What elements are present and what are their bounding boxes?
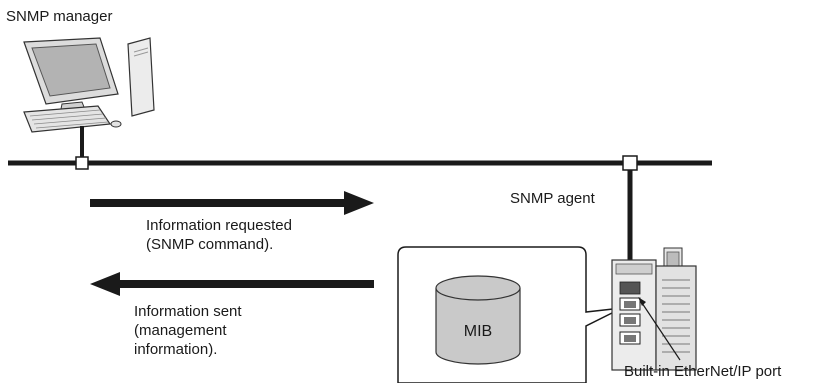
manager-connector [75,156,89,170]
snmp-agent-label: SNMP agent [510,190,595,207]
controller-icon [611,247,697,371]
request-arrow [90,191,374,215]
request-label: Information requested (SNMP command). [146,217,292,253]
port-pointer-line [639,299,681,361]
sent-arrow [90,272,374,296]
port-label: Built-in EtherNet/IP port [624,363,782,380]
computer-icon [23,37,155,133]
mib-database-icon [435,275,521,365]
snmp-manager-label: SNMP manager [6,8,113,25]
mib-label: MIB [463,323,493,340]
sent-label: Information sent (management information… [134,303,242,358]
agent-connector [622,155,638,171]
port-pointer-arrowhead [638,297,646,306]
